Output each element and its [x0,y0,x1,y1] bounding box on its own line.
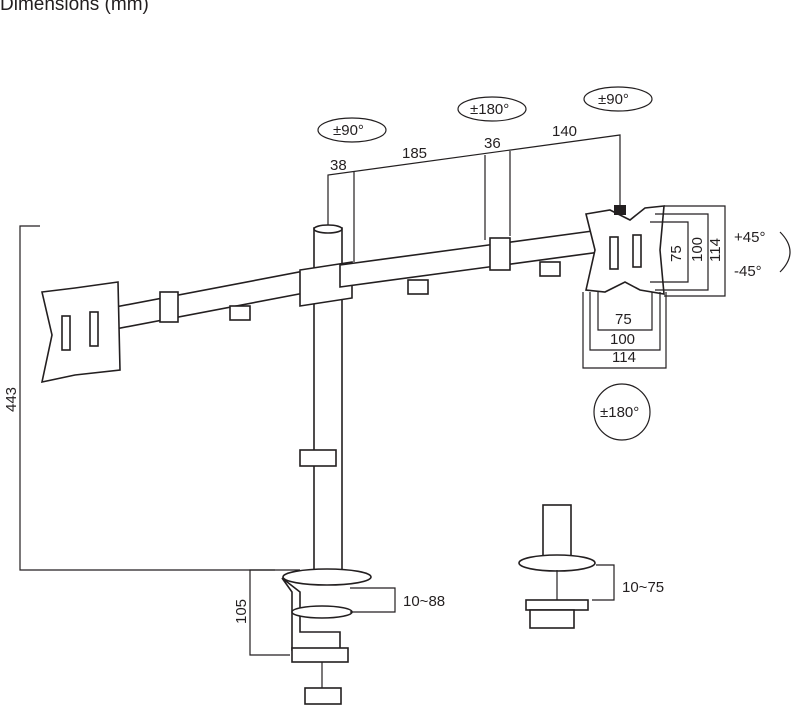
vesa-v75: 75 [668,245,685,262]
dim-36: 36 [484,135,501,152]
rotation-plate: ±180° [600,404,639,421]
rotation-elbow: ±180° [470,101,509,118]
right-arm [339,229,601,295]
grommet-range: 10~75 [622,579,664,596]
vesa-h114: 114 [612,349,636,366]
dim-38: 38 [330,157,347,174]
rotation-arrow-icon [317,86,791,441]
clamp-range: 10~88 [403,593,445,610]
vesa-h75: 75 [615,311,632,328]
right-vesa-plate [585,205,665,295]
height-dimension-line [19,225,300,571]
dim-140: 140 [552,123,577,140]
vesa-v114: 114 [707,238,724,262]
vesa-v100: 100 [689,237,706,262]
desk-clamp [249,568,396,705]
dim-185: 185 [402,145,427,162]
diagram-title: Dimensions (mm) [0,0,149,15]
left-arm [109,261,353,331]
clamp-height-105: 105 [233,599,250,624]
vesa-dimension-lines [582,205,726,369]
left-vesa-plate [40,281,121,384]
grommet-detail [518,504,615,629]
arm-dimension-lines [327,134,621,262]
height-443: 443 [3,387,20,412]
rotation-head: ±90° [598,91,629,108]
rotation-pole: ±90° [333,122,364,139]
tilt-up: +45° [734,229,765,246]
vesa-h100: 100 [610,331,635,348]
tilt-down: -45° [734,263,762,280]
